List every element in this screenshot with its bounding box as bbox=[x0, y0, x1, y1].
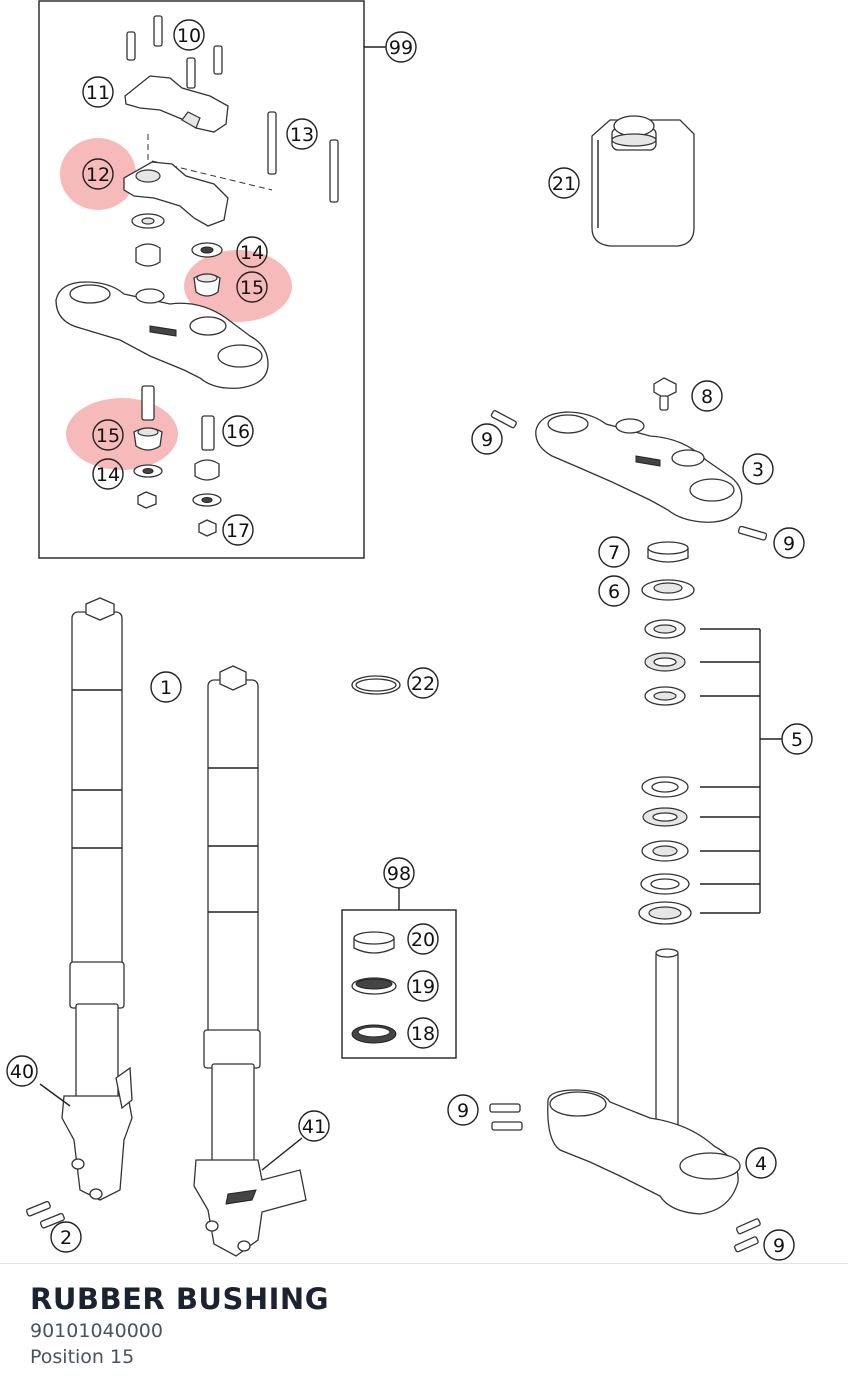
svg-text:19: 19 bbox=[411, 976, 435, 998]
part-name: RUBBER BUSHING bbox=[30, 1282, 329, 1316]
fork-leg-right bbox=[193, 665, 307, 1257]
callout-9-c[interactable]: 9 bbox=[447, 1094, 479, 1126]
svg-text:6: 6 bbox=[608, 581, 620, 603]
callout-13[interactable]: 13 bbox=[286, 118, 318, 150]
part-position-value: 15 bbox=[109, 1346, 135, 1368]
callout-9-a[interactable]: 9 bbox=[471, 423, 503, 455]
callout-21[interactable]: 21 bbox=[548, 167, 580, 199]
svg-text:98: 98 bbox=[387, 863, 411, 885]
bearing-set-leader-lines bbox=[700, 628, 782, 914]
svg-text:40: 40 bbox=[10, 1061, 34, 1083]
nut-17 bbox=[198, 519, 217, 537]
callout-99[interactable]: 99 bbox=[385, 31, 417, 63]
lower-triple-clamp-4 bbox=[547, 948, 741, 1215]
svg-text:14: 14 bbox=[96, 464, 120, 486]
svg-text:18: 18 bbox=[411, 1023, 435, 1045]
handlebar-clamp-11 bbox=[124, 75, 229, 133]
callout-8[interactable]: 8 bbox=[691, 380, 723, 412]
group-99-frame bbox=[38, 0, 365, 559]
svg-text:16: 16 bbox=[226, 421, 250, 443]
svg-text:15: 15 bbox=[240, 277, 264, 299]
svg-text:17: 17 bbox=[226, 520, 250, 542]
callout-5[interactable]: 5 bbox=[781, 723, 813, 755]
callout-22[interactable]: 22 bbox=[407, 667, 439, 699]
svg-text:12: 12 bbox=[86, 164, 110, 186]
callout-3[interactable]: 3 bbox=[742, 453, 774, 485]
highlight-15-upper bbox=[184, 250, 292, 322]
bolts-10 bbox=[126, 15, 223, 89]
callout-4[interactable]: 4 bbox=[745, 1147, 777, 1179]
highlight-12 bbox=[60, 138, 136, 210]
callout-15-upper[interactable]: 15 bbox=[236, 271, 268, 303]
callout-17[interactable]: 17 bbox=[222, 514, 254, 546]
callout-2[interactable]: 2 bbox=[50, 1221, 82, 1253]
svg-text:9: 9 bbox=[773, 1235, 785, 1257]
oil-can-21 bbox=[591, 115, 695, 247]
callout-9-d[interactable]: 9 bbox=[763, 1229, 795, 1261]
callout-98[interactable]: 98 bbox=[383, 857, 415, 889]
callout-40[interactable]: 40 bbox=[6, 1055, 38, 1087]
bolt-13 bbox=[267, 111, 277, 175]
svg-text:5: 5 bbox=[791, 729, 803, 751]
upper-triple-clamp-3 bbox=[535, 411, 743, 523]
svg-text:8: 8 bbox=[701, 386, 713, 408]
fork-leg-left bbox=[61, 597, 133, 1201]
callout-6[interactable]: 6 bbox=[598, 575, 630, 607]
svg-text:9: 9 bbox=[457, 1100, 469, 1122]
svg-text:1: 1 bbox=[160, 677, 172, 699]
callout-16[interactable]: 16 bbox=[222, 415, 254, 447]
svg-text:22: 22 bbox=[411, 673, 435, 695]
svg-text:9: 9 bbox=[783, 533, 795, 555]
svg-text:7: 7 bbox=[608, 542, 620, 564]
svg-text:2: 2 bbox=[60, 1227, 72, 1249]
svg-text:99: 99 bbox=[389, 37, 413, 59]
callout-14-lower[interactable]: 14 bbox=[92, 458, 124, 490]
callout-12[interactable]: 12 bbox=[82, 158, 114, 190]
svg-text:41: 41 bbox=[302, 1116, 326, 1138]
callout-1[interactable]: 1 bbox=[150, 671, 182, 703]
part-position-label: Position bbox=[30, 1346, 104, 1368]
upper-triple-clamp-group bbox=[55, 281, 269, 389]
callout-11[interactable]: 11 bbox=[82, 76, 114, 108]
callout-10[interactable]: 10 bbox=[173, 19, 205, 51]
bolt-8 bbox=[653, 377, 677, 411]
svg-text:4: 4 bbox=[755, 1153, 767, 1175]
bearing-set-5 bbox=[638, 619, 692, 925]
callout-19[interactable]: 19 bbox=[407, 970, 439, 1002]
exploded-parts-diagram: 10 99 11 13 12 21 14 15 8 9 15 16 3 14 1… bbox=[6, 0, 813, 1261]
svg-text:11: 11 bbox=[86, 82, 110, 104]
callout-15-lower[interactable]: 15 bbox=[92, 419, 124, 451]
part-number: 90101040000 bbox=[30, 1320, 163, 1342]
svg-text:20: 20 bbox=[411, 929, 435, 951]
callout-18[interactable]: 18 bbox=[407, 1017, 439, 1049]
svg-text:10: 10 bbox=[177, 25, 201, 47]
seal-kit-98-parts bbox=[351, 931, 397, 1044]
svg-text:13: 13 bbox=[290, 124, 314, 146]
svg-text:9: 9 bbox=[481, 429, 493, 451]
svg-text:14: 14 bbox=[240, 242, 264, 264]
svg-text:21: 21 bbox=[552, 173, 576, 195]
callout-41[interactable]: 41 bbox=[298, 1110, 330, 1142]
callout-9-b[interactable]: 9 bbox=[773, 527, 805, 559]
callout-20[interactable]: 20 bbox=[407, 923, 439, 955]
callout-14-upper[interactable]: 14 bbox=[236, 236, 268, 268]
callout-labels: 10 99 11 13 12 21 14 15 8 9 15 16 3 14 1… bbox=[6, 19, 813, 1261]
svg-text:3: 3 bbox=[752, 459, 764, 481]
svg-text:15: 15 bbox=[96, 425, 120, 447]
callout-7[interactable]: 7 bbox=[598, 536, 630, 568]
